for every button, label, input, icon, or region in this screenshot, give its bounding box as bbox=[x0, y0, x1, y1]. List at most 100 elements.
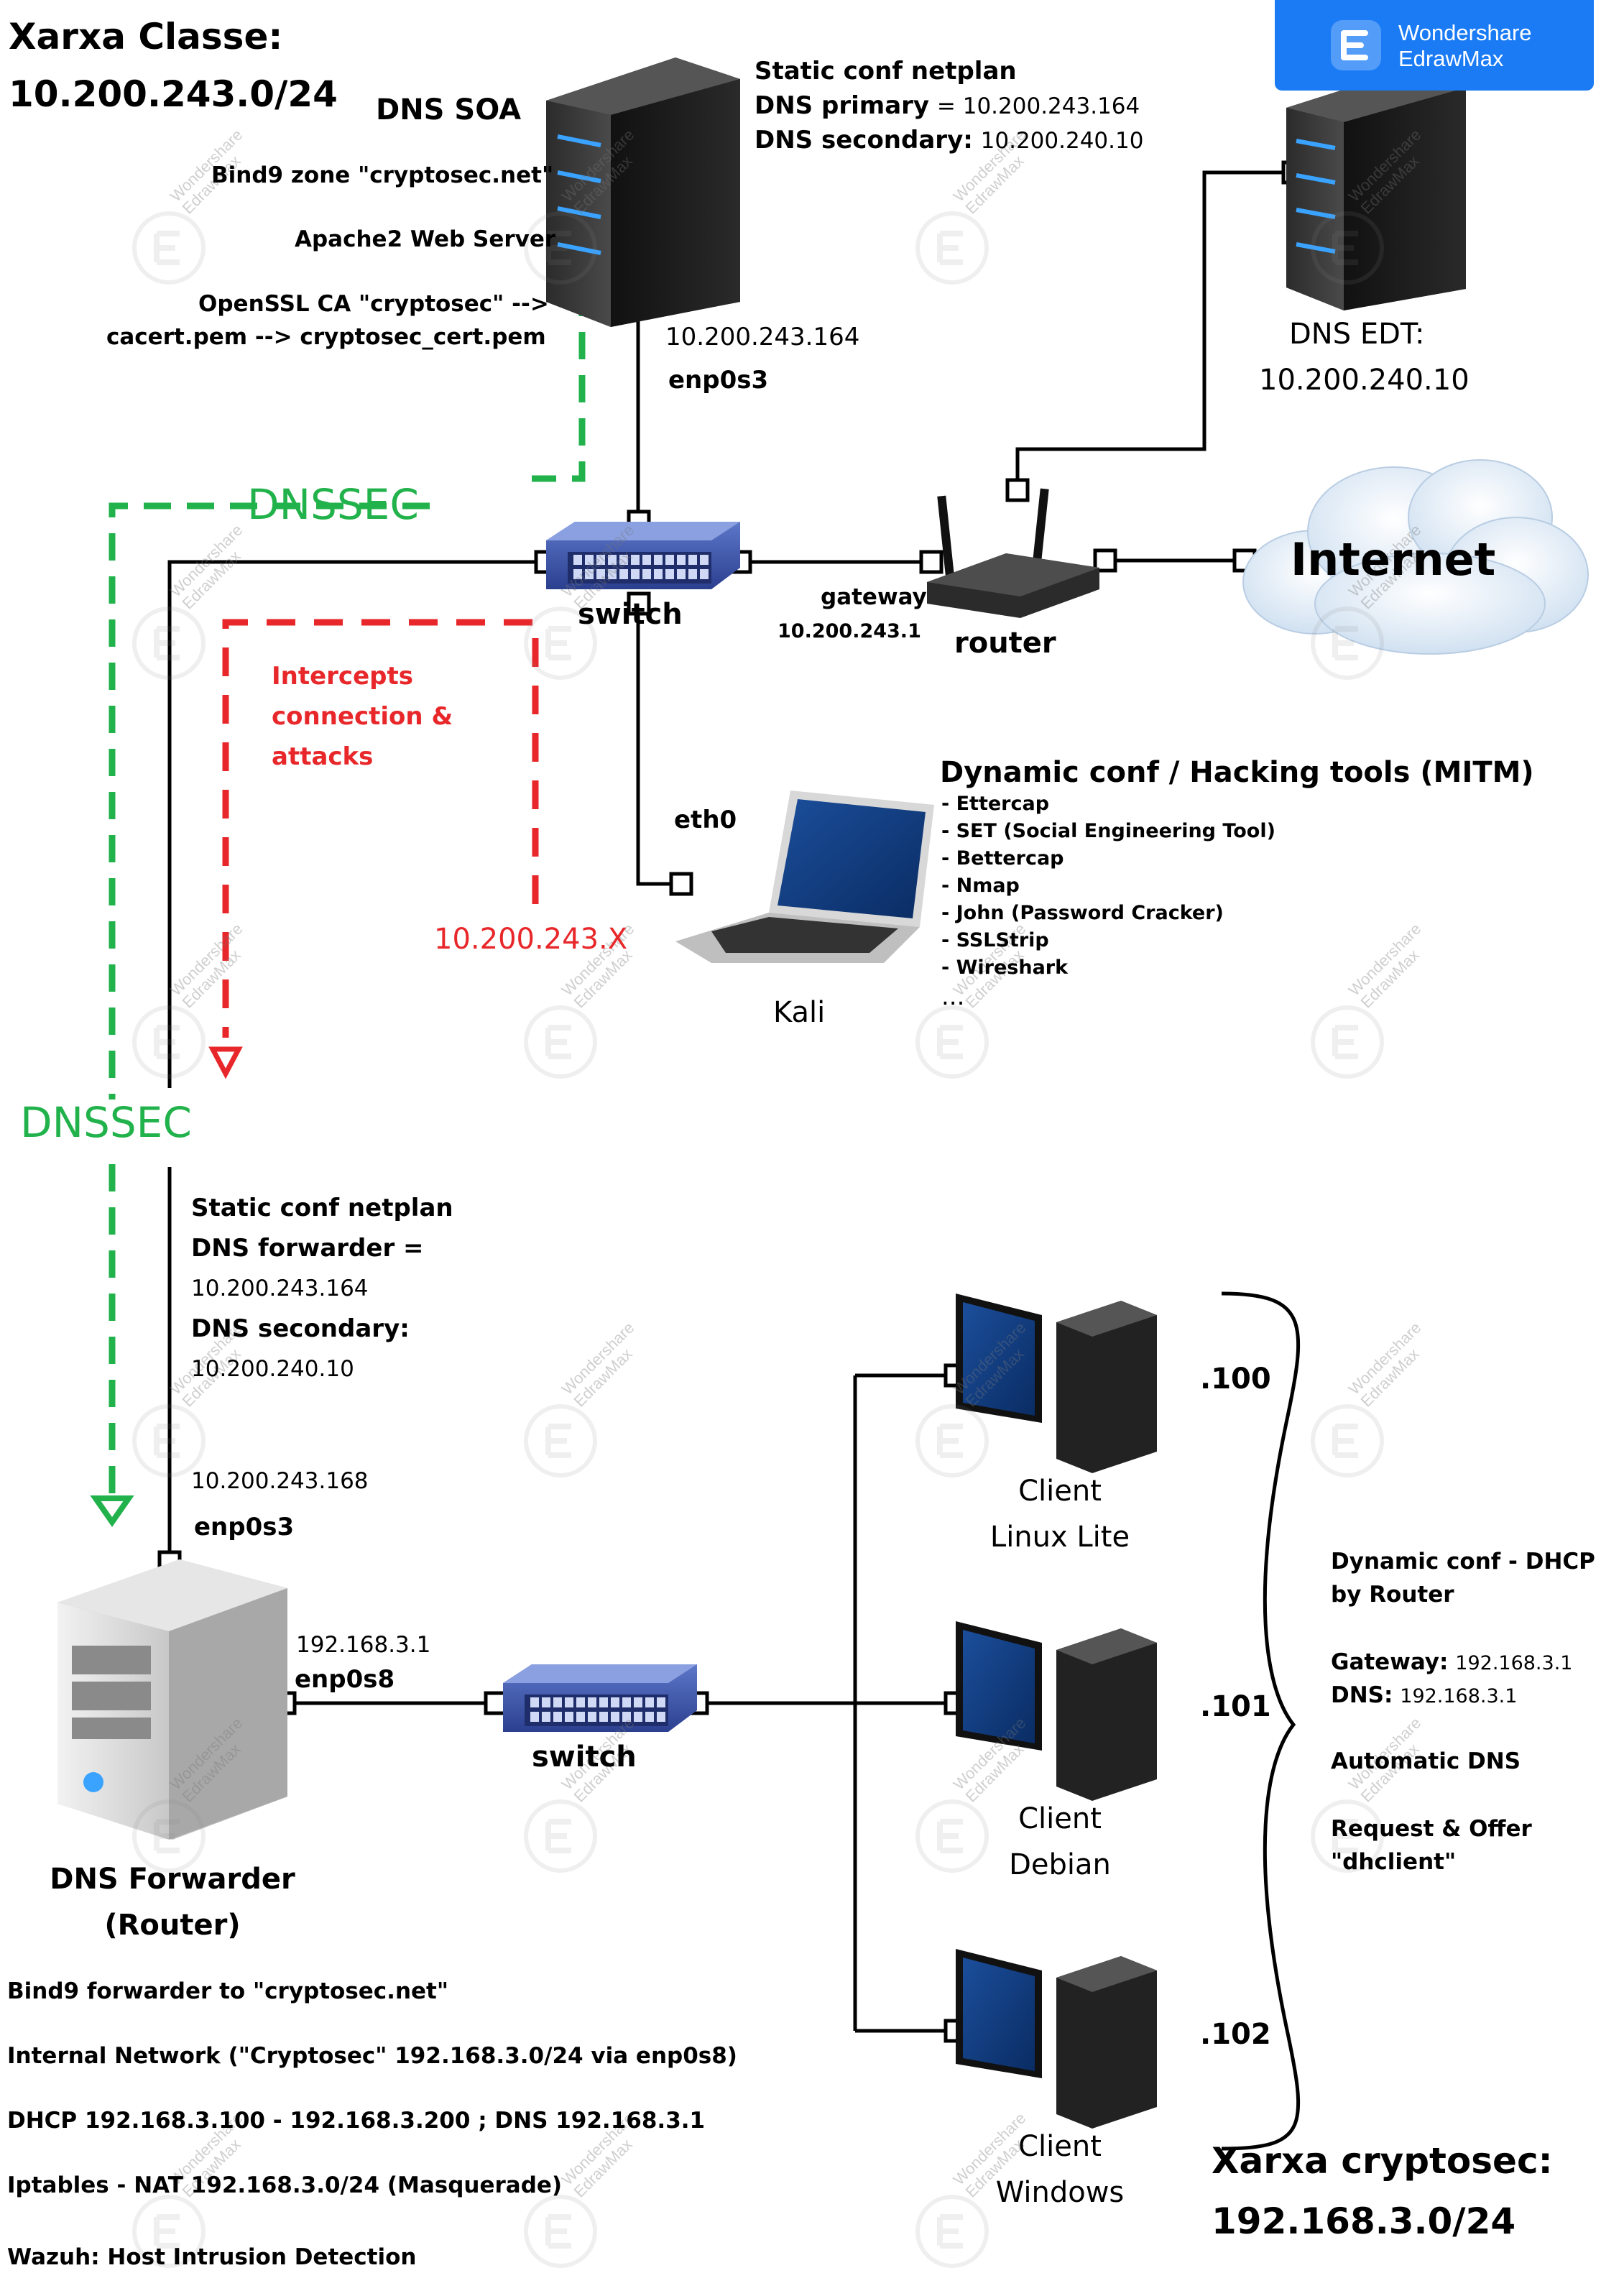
dns-soa-service-3: OpenSSL CA "cryptosec" --> bbox=[198, 291, 549, 317]
dnssec-top-label: DNSSEC bbox=[247, 480, 419, 529]
network-class-title: Xarxa Classe: bbox=[9, 16, 283, 57]
watermark-icon bbox=[524, 1799, 597, 1873]
watermark-icon bbox=[1311, 211, 1384, 285]
dhcp-note-request2: "dhclient" bbox=[1331, 1849, 1457, 1875]
kali-ip: 10.200.243.X bbox=[434, 923, 628, 956]
watermark-icon bbox=[1311, 1005, 1384, 1079]
dns-soa-service-2: Apache2 Web Server bbox=[295, 226, 556, 252]
switch-top-device bbox=[546, 522, 740, 589]
client-1-host: .100 bbox=[1200, 1363, 1271, 1396]
dns-soa-primary-label: DNS primary bbox=[755, 91, 930, 120]
cryptosec-net-subnet: 192.168.3.0/24 bbox=[1212, 2200, 1516, 2242]
dns-soa-secondary-label: DNS secondary: bbox=[755, 126, 973, 155]
dns-forwarder-server bbox=[57, 1559, 287, 1840]
forwarder-conf-ip: 10.200.243.168 bbox=[191, 1468, 369, 1494]
watermark-icon bbox=[1311, 607, 1384, 680]
dnssec-link bbox=[109, 289, 586, 1508]
kali-tool-5: - John (Password Cracker) bbox=[941, 902, 1224, 924]
client-3-host: .102 bbox=[1200, 2018, 1271, 2051]
watermark-icon bbox=[524, 607, 597, 680]
forwarder-note-3: DHCP 192.168.3.100 - 192.168.3.200 ; DNS… bbox=[7, 2108, 706, 2134]
kali-iface: eth0 bbox=[674, 806, 737, 834]
switch-top-label: switch bbox=[578, 598, 683, 631]
wire-edt-router bbox=[1015, 170, 1293, 490]
client-1-line2: Linux Lite bbox=[989, 1521, 1130, 1554]
dns-soa-service-4: cacert.pem --> cryptosec_cert.pem bbox=[106, 324, 546, 350]
brand-name-line2: EdrawMax bbox=[1398, 46, 1504, 71]
watermark-icon bbox=[132, 211, 206, 285]
internet-label: Internet bbox=[1291, 533, 1496, 586]
wire-switch-forwarder bbox=[167, 560, 546, 1088]
dns-soa-service-1: Bind9 zone "cryptosec.net" bbox=[211, 162, 554, 188]
brand-name-line1: Wondershare bbox=[1398, 20, 1532, 45]
forwarder-lan-iface: enp0s8 bbox=[295, 1665, 395, 1694]
kali-tool-7: - Wireshark bbox=[941, 956, 1069, 979]
client-group-brace bbox=[1221, 1291, 1301, 2151]
forwarder-note-5: Wazuh: Host Intrusion Detection bbox=[7, 2244, 417, 2270]
client-1-line1: Client bbox=[1018, 1475, 1102, 1508]
edrawmax-logo-icon bbox=[1331, 20, 1381, 70]
attack-line-3: attacks bbox=[272, 742, 374, 771]
dns-edt-ip: 10.200.240.10 bbox=[1259, 364, 1469, 397]
router-label: router bbox=[954, 627, 1056, 660]
internet-cloud bbox=[1242, 459, 1589, 655]
dhcp-note-line1: Dynamic conf - DHCP bbox=[1331, 1549, 1595, 1575]
network-class-subnet: 10.200.243.0/24 bbox=[9, 73, 338, 115]
client-3-line2: Windows bbox=[995, 2176, 1125, 2209]
watermark-icon bbox=[915, 1005, 989, 1079]
watermark-icon bbox=[132, 607, 206, 680]
dns-soa-primary: DNS primary = 10.200.243.164 bbox=[755, 91, 1140, 121]
client-2-line1: Client bbox=[1018, 1802, 1102, 1835]
kali-tool-3: - Bettercap bbox=[941, 847, 1064, 870]
wires bbox=[167, 170, 1293, 2033]
router-gateway-label: gateway bbox=[821, 584, 927, 610]
watermark-icon bbox=[524, 211, 597, 285]
forwarder-note-1: Bind9 forwarder to "cryptosec.net" bbox=[7, 1978, 449, 2004]
dns-soa-iface: enp0s3 bbox=[668, 366, 769, 395]
forwarder-conf-fwd-label: DNS forwarder = bbox=[191, 1234, 424, 1263]
attack-arrowhead bbox=[208, 1046, 243, 1079]
cryptosec-net-title: Xarxa cryptosec: bbox=[1212, 2140, 1553, 2182]
client-pc-2 bbox=[956, 1621, 1157, 1801]
dhcp-note-dns: DNS: 192.168.3.1 bbox=[1331, 1682, 1517, 1710]
watermark-icon bbox=[132, 1799, 206, 1873]
switch-bottom-label: switch bbox=[532, 1741, 637, 1774]
dnssec-left-label: DNSSEC bbox=[20, 1098, 192, 1147]
kali-tools-title: Dynamic conf / Hacking tools (MITM) bbox=[940, 756, 1534, 789]
forwarder-conf-iface: enp0s3 bbox=[194, 1513, 295, 1541]
attack-path bbox=[222, 619, 539, 1038]
watermark-icon bbox=[915, 211, 989, 285]
kali-tool-2: - SET (Social Engineering Tool) bbox=[941, 820, 1275, 842]
dhcp-note-auto: Automatic DNS bbox=[1331, 1748, 1521, 1774]
dhcp-dns-value: 192.168.3.1 bbox=[1400, 1685, 1518, 1707]
watermark-icon bbox=[915, 1404, 989, 1477]
watermark-icon bbox=[524, 1404, 597, 1477]
dns-soa-server bbox=[546, 57, 740, 327]
forwarder-note-4: Iptables - NAT 192.168.3.0/24 (Masquerad… bbox=[7, 2172, 563, 2198]
watermark-icon bbox=[524, 1005, 597, 1079]
watermark-icon bbox=[524, 2195, 597, 2268]
dhcp-dns-label: DNS: bbox=[1331, 1682, 1393, 1708]
kali-label: Kali bbox=[773, 996, 826, 1029]
forwarder-conf-sec-value: 10.200.240.10 bbox=[191, 1356, 354, 1382]
watermark-icon bbox=[915, 2195, 989, 2268]
dns-soa-title: DNS SOA bbox=[376, 93, 522, 126]
dns-soa-secondary-value: 10.200.240.10 bbox=[980, 128, 1144, 154]
watermark-icon bbox=[1311, 1799, 1384, 1873]
dhcp-gateway-value: 192.168.3.1 bbox=[1455, 1652, 1573, 1674]
forwarder-title-1: DNS Forwarder bbox=[50, 1863, 295, 1896]
wire-switch-kali bbox=[636, 604, 681, 886]
client-pc-1 bbox=[956, 1294, 1157, 1473]
router-device bbox=[927, 488, 1099, 618]
forwarder-title-2: (Router) bbox=[104, 1909, 241, 1942]
watermark-icon bbox=[132, 1005, 206, 1079]
dns-soa-secondary: DNS secondary: 10.200.240.10 bbox=[755, 125, 1143, 156]
kali-tool-more: ... bbox=[941, 982, 965, 1011]
attack-line-2: connection & bbox=[272, 702, 453, 731]
forwarder-lan-ip: 192.168.3.1 bbox=[296, 1632, 431, 1658]
forwarder-conf-fwd-value: 10.200.243.164 bbox=[191, 1276, 369, 1301]
client-2-host: .101 bbox=[1200, 1690, 1271, 1723]
dns-edt-server bbox=[1286, 69, 1466, 310]
dns-edt-title: DNS EDT: bbox=[1289, 318, 1425, 351]
